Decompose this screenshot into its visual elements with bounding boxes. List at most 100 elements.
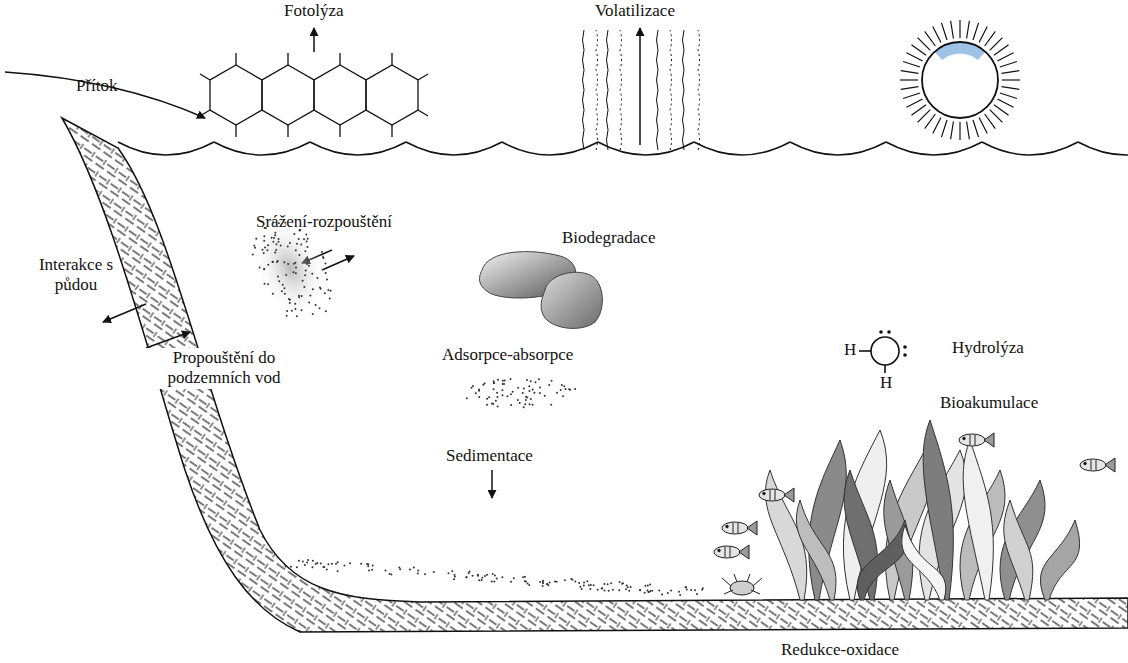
sun-symbol <box>922 42 998 118</box>
particle-dots <box>372 564 374 566</box>
particle-dots <box>274 234 276 236</box>
particle-dots <box>304 250 306 252</box>
particle-dots <box>548 384 550 386</box>
particle-dots <box>542 580 544 582</box>
particle-dots <box>492 573 494 575</box>
particle-dots <box>538 378 540 380</box>
sun-symbol <box>990 110 1003 123</box>
particle-dots <box>579 586 581 588</box>
particle-dots <box>472 385 474 387</box>
particle-dots <box>622 582 624 584</box>
particle-dots <box>329 297 331 299</box>
sun-symbol <box>967 121 970 139</box>
particle-dots <box>546 583 548 585</box>
particle-dots <box>267 264 269 266</box>
particle-dots <box>644 585 646 587</box>
particle-dots <box>513 577 515 579</box>
particle-dots <box>639 589 641 591</box>
particle-dots <box>646 589 648 591</box>
particle-dots <box>649 584 651 586</box>
particle-dots <box>560 389 562 391</box>
particle-dots <box>274 232 276 234</box>
aromatic-molecule <box>314 65 366 125</box>
sun-symbol <box>1000 93 1017 99</box>
water-molecule <box>859 330 907 373</box>
sun-symbol <box>994 45 1009 56</box>
particle-dots <box>481 579 483 581</box>
particle-dots <box>471 387 473 389</box>
particle-dots <box>661 593 663 595</box>
vapour-lines <box>670 30 672 150</box>
particle-dots <box>337 561 339 563</box>
particle-dots <box>542 585 544 587</box>
particle-dots <box>618 589 620 591</box>
fish <box>959 433 994 447</box>
particle-dots <box>542 582 544 584</box>
particle-dots <box>603 590 605 592</box>
crab <box>722 574 762 595</box>
aromatic-molecule <box>339 125 340 137</box>
particle-dots <box>316 277 318 279</box>
particle-dots <box>478 579 480 581</box>
particle-dots <box>468 572 470 574</box>
particle-dots <box>278 238 280 240</box>
process-arrows <box>491 470 493 498</box>
particle-dots <box>284 293 286 295</box>
process-label: Volatilizace <box>593 1 677 21</box>
particle-dots <box>278 280 280 282</box>
process-label: Propouštění do podzemních vod <box>133 348 315 389</box>
vapour-lines <box>657 30 659 150</box>
particle-dots <box>263 252 265 254</box>
sun-symbol <box>941 120 947 137</box>
fish <box>725 547 730 557</box>
particle-dots <box>321 251 323 253</box>
sun-symbol <box>935 43 985 60</box>
particle-dots <box>327 289 329 291</box>
particle-dots <box>685 586 687 588</box>
particle-dots <box>644 592 646 594</box>
sun-symbol <box>900 20 1020 140</box>
particle-dots <box>527 582 529 584</box>
particle-dots <box>551 380 553 382</box>
particle-dots <box>273 237 275 239</box>
particle-dots <box>308 301 310 303</box>
process-label: Hydrolýza <box>950 338 1026 358</box>
aromatic-molecule <box>235 125 236 137</box>
particle-dots <box>501 576 503 578</box>
particle-dots <box>307 238 309 240</box>
particle-dots <box>303 286 305 288</box>
particle-dots <box>619 581 621 583</box>
particle-dots <box>612 589 614 591</box>
aromatic-molecule <box>366 65 418 125</box>
sun-symbol <box>918 110 931 123</box>
fish <box>959 434 985 446</box>
particle-dots <box>300 244 302 246</box>
seaweed <box>796 500 836 600</box>
sun-symbol <box>941 23 947 40</box>
aromatic-molecule <box>287 53 288 65</box>
particle-dots <box>589 588 591 590</box>
particle-dots <box>586 580 588 582</box>
process-arrows <box>146 332 190 348</box>
particle-dots <box>311 566 313 568</box>
aromatic-molecule <box>418 110 428 116</box>
particle-dots <box>263 268 265 270</box>
particle-dots <box>495 400 497 402</box>
particle-dots <box>367 565 369 567</box>
sun-symbol <box>951 21 954 39</box>
process-label: Fotolýza <box>282 1 346 21</box>
particle-dots <box>667 592 669 594</box>
particle-dots <box>510 378 512 380</box>
particle-dots <box>625 588 627 590</box>
particle-dots <box>486 574 488 576</box>
particle-dots <box>601 587 603 589</box>
seaweed <box>902 525 946 600</box>
fish <box>1080 458 1115 472</box>
particle-dots <box>539 581 541 583</box>
seaweed <box>1000 480 1045 600</box>
process-arrows <box>5 72 205 118</box>
water-molecule <box>871 337 899 365</box>
process-label: Bioakumulace <box>938 393 1040 413</box>
particle-dots <box>343 564 345 566</box>
